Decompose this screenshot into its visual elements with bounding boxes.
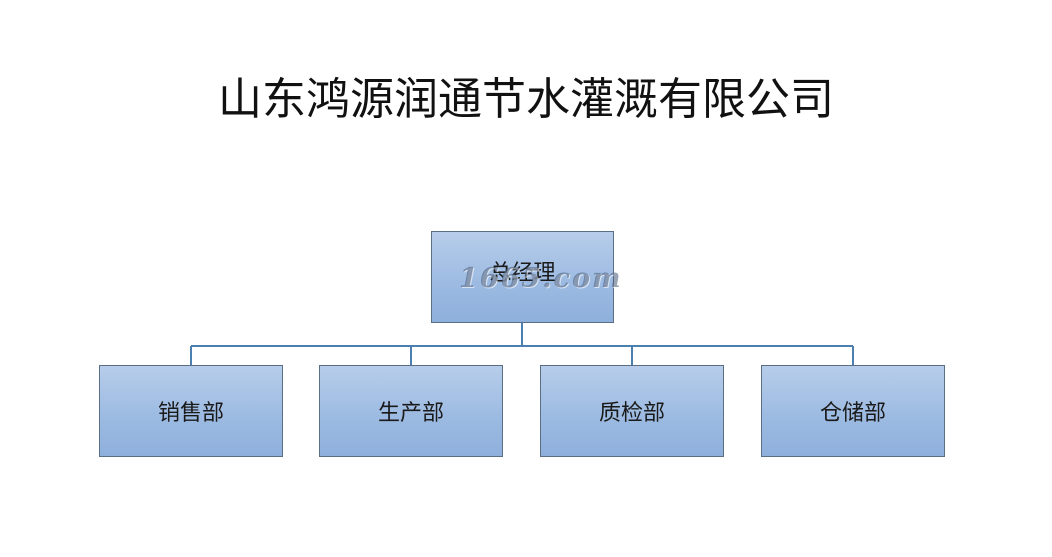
org-node-label: 仓储部 <box>819 401 886 426</box>
org-node-sales: 销售部 <box>99 365 283 457</box>
org-node-label: 质检部 <box>598 401 665 426</box>
org-node-label: 生产部 <box>377 401 444 426</box>
page-title: 山东鸿源润通节水灌溉有限公司 <box>218 74 834 125</box>
org-node-quality: 质检部 <box>540 365 724 457</box>
org-node-general-manager: 总经理 <box>431 231 614 323</box>
org-node-production: 生产部 <box>319 365 503 457</box>
org-node-warehouse: 仓储部 <box>761 365 945 457</box>
org-node-label: 销售部 <box>157 401 224 426</box>
org-node-label: 总经理 <box>489 261 556 286</box>
